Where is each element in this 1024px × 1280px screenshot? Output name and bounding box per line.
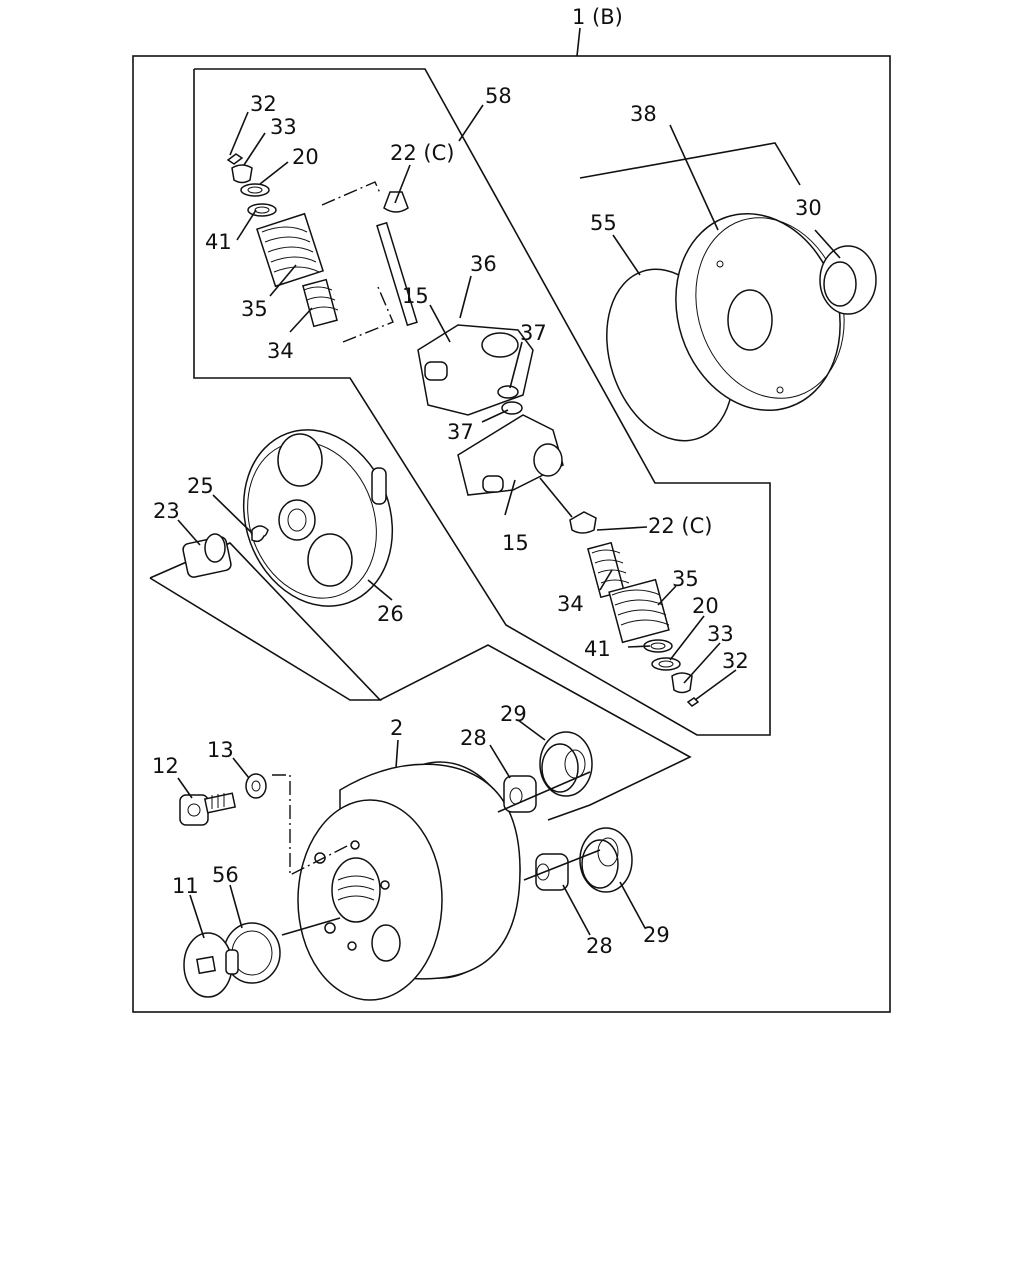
callout-28-bottom: 28	[586, 934, 613, 958]
callout-13: 13	[207, 738, 234, 762]
callout-56: 56	[212, 863, 239, 887]
callout-58: 58	[485, 84, 512, 108]
leader-lines	[177, 104, 841, 939]
callout-11: 11	[172, 874, 199, 898]
callout-29-top: 29	[500, 702, 527, 726]
subassembly-outline	[193, 68, 771, 736]
callout-2: 2	[390, 716, 403, 740]
callout-41-top: 41	[205, 230, 232, 254]
callout-22c-bottom: 22 (C)	[648, 514, 712, 538]
port-fittings	[497, 731, 633, 893]
gear-group-outline	[579, 142, 801, 186]
callout-15-bottom: 15	[502, 531, 529, 555]
body-group-outline	[379, 644, 692, 821]
callout-15-top: 15	[402, 284, 429, 308]
callout-30: 30	[795, 196, 822, 220]
callout-32-bottom: 32	[722, 649, 749, 673]
callout-20-top: 20	[292, 145, 319, 169]
callout-35-top: 35	[241, 297, 268, 321]
callout-23: 23	[153, 499, 180, 523]
callout-25: 25	[187, 474, 214, 498]
valve-stack-top	[226, 153, 394, 343]
callout-34-top: 34	[267, 339, 294, 363]
fasteners	[179, 773, 281, 998]
callout-55: 55	[590, 211, 617, 235]
callout-28-top: 28	[460, 726, 487, 750]
callout-33-bottom: 33	[707, 622, 734, 646]
callout-37-bottom: 37	[447, 420, 474, 444]
assembly-label: 1 (B)	[572, 5, 623, 29]
callout-26: 26	[377, 602, 404, 626]
valve-body-assembly	[376, 191, 564, 496]
pump-plate-group	[182, 429, 394, 607]
valve-stack-bottom	[539, 477, 700, 707]
cover-group	[606, 212, 877, 442]
assembly-leader	[576, 27, 581, 57]
callout-37-top: 37	[520, 321, 547, 345]
callout-36: 36	[470, 252, 497, 276]
callout-29-bottom: 29	[643, 923, 670, 947]
callout-34-bottom: 34	[557, 592, 584, 616]
outer-frame	[132, 55, 891, 1013]
callout-41-bottom: 41	[584, 637, 611, 661]
callout-33-top: 33	[270, 115, 297, 139]
callout-20-bottom: 20	[692, 594, 719, 618]
callout-12: 12	[152, 754, 179, 778]
main-body	[272, 761, 521, 1001]
callout-38: 38	[630, 102, 657, 126]
callout-35-bottom: 35	[672, 567, 699, 591]
callout-22c-top: 22 (C)	[390, 141, 454, 165]
callout-32-top: 32	[250, 92, 277, 116]
